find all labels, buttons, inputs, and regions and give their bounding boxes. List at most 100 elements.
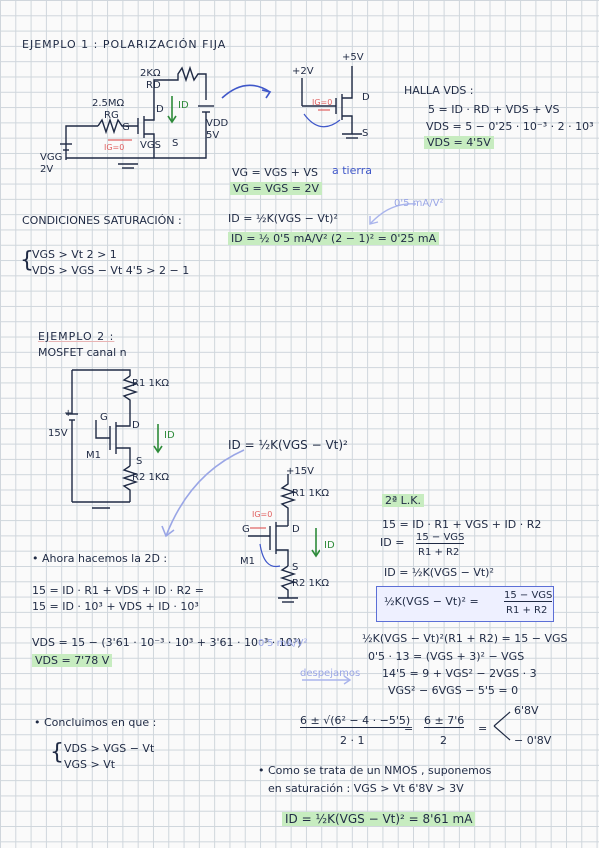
ex1-vgg-val: 2V — [40, 164, 54, 175]
ex2-eq-a1: 15 = ID · R1 + VDS + ID · R2 = — [32, 584, 205, 597]
ex2-db: D — [292, 524, 300, 535]
ex2-r2: R2 1KΩ — [132, 472, 170, 483]
ex2-brace: { — [50, 740, 64, 765]
ex2-circuit — [66, 369, 163, 509]
ex2-id-formula: ID = ½K(VGS − Vt)² — [228, 438, 348, 452]
ex2-concl: • Concluimos en que : — [34, 716, 157, 729]
ex1-ig0: IG=0 — [104, 143, 125, 152]
ex2-r1: R1 1KΩ — [132, 378, 170, 389]
ex2-lk-eq3: ID = ½K(VGS − Vt)² — [384, 566, 494, 579]
ex2-ig0: IG=0 — [252, 510, 273, 519]
ex1-vg2: VG = VGS = 2V — [230, 182, 323, 195]
hint-arrow-icon — [369, 203, 417, 225]
ex2-ahora: • Ahora hacemos la 2D : — [32, 552, 168, 565]
ex2-branch-icon — [493, 711, 511, 741]
ex1-r2k: 2KΩ — [140, 68, 161, 79]
ex2-nmos2: en saturación : VGS > Vt 6'8V > 3V — [268, 782, 464, 795]
ex1-v2: +2V — [292, 66, 314, 77]
ex2-g: G — [100, 412, 108, 423]
ex1-eq-vds3: VDS = 4'5V — [424, 136, 494, 149]
ex1-vgg: VGG — [40, 152, 63, 163]
ex1-s2: S — [362, 128, 369, 139]
ex2-v15b: +15V — [286, 466, 314, 477]
ex2-m1: M1 — [86, 450, 101, 461]
ex2-v15: 15V — [48, 428, 68, 439]
ex2-sol-eq1: = — [404, 722, 414, 735]
ex2-gb: G — [242, 524, 250, 535]
ex1-id2: ID = ½ 0'5 mA/V² (2 − 1)² = 0'25 mA — [228, 232, 440, 245]
ex2-idb: ID — [324, 540, 335, 551]
ex2-eq-a2: 15 = ID · 10³ + VDS + ID · 10³ — [32, 600, 199, 613]
ex2-box-num: 15 − VGS — [504, 590, 553, 602]
ex2-r1b: R1 1KΩ — [292, 488, 330, 499]
ex2-lk-eq2-den: R1 + R2 — [418, 547, 460, 558]
ex2-sol-den: 2 · 1 — [340, 734, 365, 747]
ex2-lk-eq2-num: 15 − VGS — [416, 532, 465, 544]
ex2-vds1: VDS = 15 − (3'61 · 10⁻³ · 10³ + 3'61 · 1… — [32, 636, 302, 649]
ex2-d: D — [132, 420, 140, 431]
ex2-nmos1: • Como se trata de un NMOS , suponemos — [258, 764, 492, 777]
ex2-box-l: ½K(VGS − Vt)² = — [384, 595, 479, 608]
ex1-vg1-note: a tierra — [332, 164, 372, 177]
ex2-lk2: 2ª L.K. — [382, 494, 425, 507]
ex2-q1: ½K(VGS − Vt)²(R1 + R2) = 15 − VGS — [362, 632, 568, 645]
ex1-id: ID — [178, 100, 189, 111]
ex1-g: G — [122, 122, 130, 133]
ex1-vdd-val: 5V — [206, 130, 220, 141]
ex2-key-equation-box — [376, 586, 554, 622]
ex2-q2: 0'5 · 13 = (VGS + 3)² − VGS — [368, 650, 525, 663]
ex2-s: S — [136, 456, 143, 467]
ex2-sol-eq2: = — [478, 722, 488, 735]
ex1-v5: +5V — [342, 52, 364, 63]
ex1-id1: ID = ½K(VGS − Vt)² — [228, 212, 338, 225]
ex2-title: EJEMPLO 2 : — [38, 330, 115, 343]
ex2-sb: S — [292, 562, 299, 573]
ex2-m1b: M1 — [240, 556, 255, 567]
ex2-c2: VGS > Vt — [64, 758, 116, 771]
ex1-eq-vds2: VDS = 5 − 0'25 · 10⁻³ · 2 · 10³ — [426, 120, 594, 133]
ex1-cond-title: CONDICIONES SATURACIÓN : — [22, 214, 182, 227]
ex2-id: ID — [164, 430, 175, 441]
ex2-sol-mid-den: 2 — [440, 734, 447, 747]
ex1-d: D — [156, 104, 164, 115]
ex1-vgs: VGS — [140, 140, 161, 151]
ex2-sol-mid-num: 6 ± 7'6 — [424, 714, 465, 728]
ex2-subtitle: MOSFET canal n — [38, 346, 127, 359]
ex1-rg: RG — [104, 110, 119, 121]
ex1-s: S — [172, 138, 179, 149]
ex1-r25m: 2.5MΩ — [92, 98, 125, 109]
ex1-d2: D — [362, 92, 370, 103]
ex2-root1: 6'8V — [514, 704, 539, 717]
ex1-vg1: VG = VGS + VS — [232, 166, 319, 179]
ex2-circuit-simplified — [248, 474, 320, 603]
curved-arrow-icon — [221, 84, 272, 99]
ex1-brace: { — [20, 248, 34, 273]
ex2-r2b: R2 1KΩ — [292, 578, 330, 589]
ex2-lk-eq1: 15 = ID · R1 + VGS + ID · R2 — [382, 518, 542, 531]
ex2-hint-arrow-icon — [302, 675, 352, 685]
ex1-circuit — [60, 65, 214, 169]
ex1-rd: RD — [146, 80, 161, 91]
ex2-final: ID = ½K(VGS − Vt)² = 8'61 mA — [282, 812, 476, 826]
ex1-title: EJEMPLO 1 : POLARIZACIÓN FIJA — [22, 38, 227, 51]
ex2-lk-eq2-l: ID = — [380, 536, 405, 549]
ex1-vdd: VDD — [206, 118, 229, 129]
ex1-circuit-simplified — [301, 66, 362, 139]
ex2-box-den: R1 + R2 — [506, 605, 548, 616]
ex2-c1: VDS > VGS − Vt — [64, 742, 155, 755]
ex1-ig02: IG=0 — [312, 98, 333, 107]
ex1-cond2: VDS > VGS − Vt 4'5 > 2 − 1 — [32, 264, 190, 277]
ex2-sol-num: 6 ± √(6² − 4 · −5'5) — [300, 714, 411, 728]
ex2-q3: 14'5 = 9 + VGS² − 2VGS · 3 — [382, 667, 537, 680]
ex1-halla: HALLA VDS : — [404, 84, 474, 97]
ex1-eq-vds1: 5 = ID · RD + VDS + VS — [428, 103, 560, 116]
ex2-unit-note: 0'5 mA/V² — [258, 638, 308, 649]
ex2-arrow-icon — [161, 449, 245, 538]
ex2-unit-note2: despejamos — [300, 668, 361, 679]
ex2-plus: + — [64, 408, 73, 419]
ex2-q4: VGS² − 6VGS − 5'5 = 0 — [388, 684, 519, 697]
ex2-root2: − 0'8V — [514, 734, 552, 747]
ex2-vds2: VDS = 7'78 V — [32, 654, 113, 667]
ex1-cond1: VGS > Vt 2 > 1 — [32, 248, 117, 261]
ex1-unit-note: 0'5 mA/V² — [394, 198, 444, 209]
